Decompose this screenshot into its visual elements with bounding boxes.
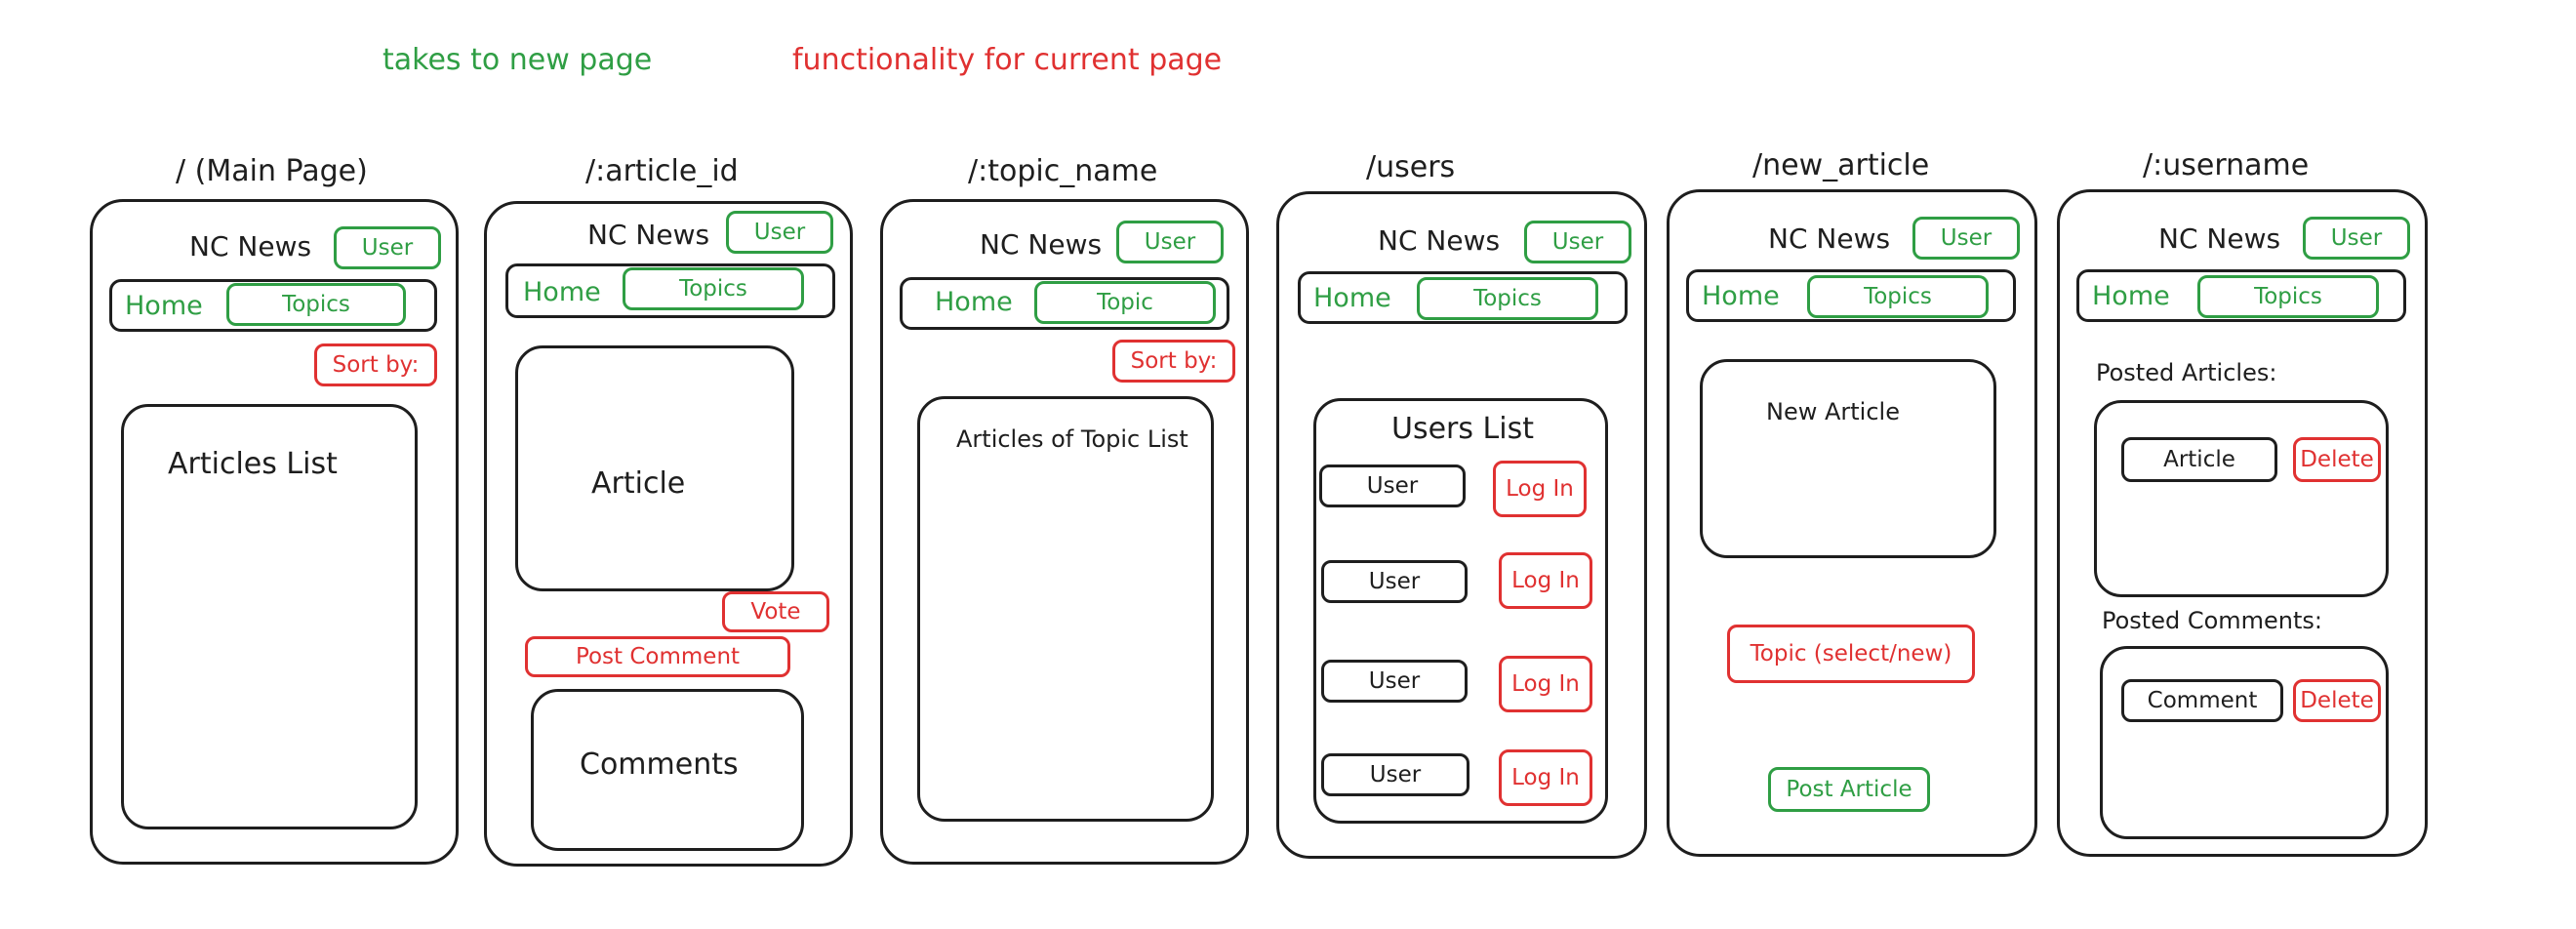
user-row-label: User (1321, 560, 1468, 603)
posted-articles-label: Posted Articles: (2096, 359, 2277, 386)
page-frame (90, 199, 459, 865)
user-button[interactable]: User (2303, 217, 2410, 260)
posted-comments-box (2100, 646, 2389, 839)
nav-bar (1298, 271, 1628, 324)
nav-bar (900, 277, 1229, 330)
delete-comment-button[interactable]: Delete (2293, 679, 2381, 722)
route-title: /:username (2143, 148, 2310, 182)
home-link[interactable]: Home (523, 277, 601, 307)
page-frame (1667, 189, 2037, 857)
legend-red-text: functionality for current page (792, 43, 1223, 77)
topics-button[interactable]: Topics (2197, 275, 2379, 318)
legend-green-text: takes to new page (382, 43, 653, 77)
user-button[interactable]: User (1116, 221, 1224, 263)
post-comment-button[interactable]: Post Comment (525, 636, 790, 677)
post-article-button[interactable]: Post Article (1768, 767, 1930, 812)
new-article-box[interactable] (1700, 359, 1996, 558)
home-link[interactable]: Home (125, 291, 203, 321)
comments-box (531, 689, 804, 851)
login-button[interactable]: Log In (1499, 552, 1592, 609)
user-button[interactable]: User (334, 226, 441, 269)
articles-list-label: Articles List (168, 447, 338, 481)
user-row-label: User (1321, 753, 1469, 796)
login-button[interactable]: Log In (1499, 749, 1592, 806)
users-list-title: Users List (1391, 412, 1534, 446)
home-link[interactable]: Home (1313, 283, 1391, 313)
nav-bar (1686, 269, 2016, 322)
article-box (515, 345, 794, 591)
user-button[interactable]: User (726, 211, 833, 254)
page-frame (880, 199, 1249, 865)
new-article-label: New Article (1766, 398, 1900, 425)
route-title: /:topic_name (968, 154, 1158, 188)
brand-title: NC News (1768, 222, 1891, 255)
route-title: / (Main Page) (176, 154, 368, 188)
topics-button[interactable]: Topics (1807, 275, 1989, 318)
delete-article-button[interactable]: Delete (2293, 437, 2381, 482)
nav-bar (2076, 269, 2406, 322)
comments-label: Comments (580, 747, 739, 782)
home-link[interactable]: Home (2092, 281, 2170, 311)
nav-bar (109, 279, 437, 332)
sort-button[interactable]: Sort by: (314, 343, 437, 386)
topics-button[interactable]: Topics (226, 283, 406, 326)
nav-bar (505, 263, 835, 318)
articles-list (121, 404, 418, 829)
route-title: /:article_id (585, 154, 739, 188)
brand-title: NC News (1378, 224, 1501, 257)
page-frame (484, 201, 853, 867)
vote-button[interactable]: Vote (722, 591, 829, 632)
login-button[interactable]: Log In (1499, 656, 1592, 712)
topic-articles-list (917, 396, 1214, 822)
home-link[interactable]: Home (935, 287, 1013, 317)
user-row-label: User (1321, 660, 1468, 703)
brand-title: NC News (189, 230, 312, 263)
page-frame (1276, 191, 1647, 859)
posted-articles-box (2094, 400, 2389, 597)
article-item[interactable]: Article (2121, 437, 2277, 482)
brand-title: NC News (2158, 222, 2281, 255)
topic-articles-list-label: Articles of Topic List (956, 425, 1188, 453)
route-title: /users (1366, 150, 1456, 184)
user-button[interactable]: User (1524, 221, 1631, 263)
login-button[interactable]: Log In (1493, 461, 1587, 517)
topic-button[interactable]: Topic (1034, 281, 1216, 324)
users-list (1313, 398, 1608, 824)
brand-title: NC News (587, 219, 710, 251)
user-button[interactable]: User (1912, 217, 2020, 260)
route-title: /new_article (1752, 148, 1930, 182)
home-link[interactable]: Home (1702, 281, 1780, 311)
topics-button[interactable]: Topics (623, 267, 804, 310)
article-label: Article (591, 466, 686, 501)
user-row-label: User (1319, 464, 1466, 507)
comment-item[interactable]: Comment (2121, 679, 2283, 722)
posted-comments-label: Posted Comments: (2102, 607, 2323, 634)
topic-select-button[interactable]: Topic (select/new) (1727, 625, 1975, 683)
page-frame (2057, 189, 2428, 857)
topics-button[interactable]: Topics (1417, 277, 1598, 320)
sort-button[interactable]: Sort by: (1112, 340, 1235, 383)
brand-title: NC News (980, 228, 1103, 261)
